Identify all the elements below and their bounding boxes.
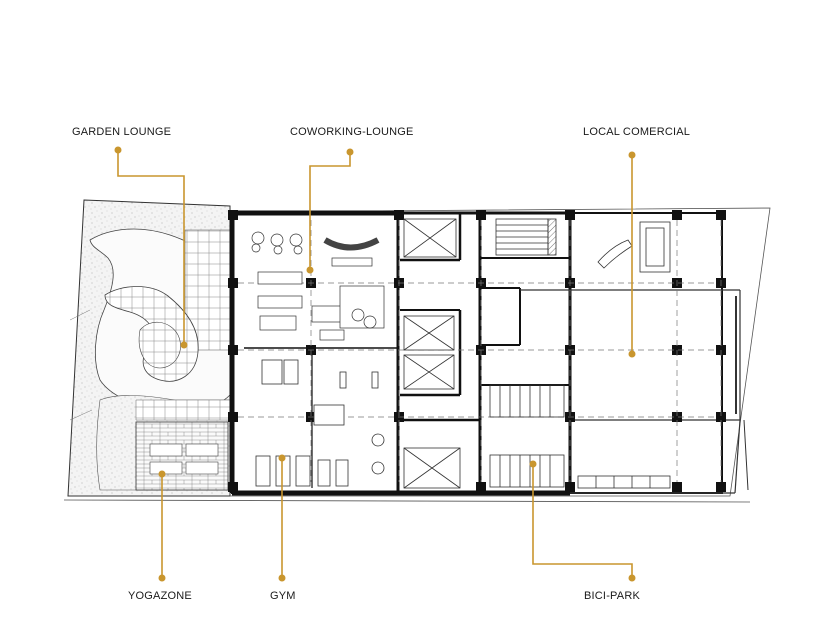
dot-gym-start <box>278 454 286 462</box>
gym-equipment <box>255 359 385 487</box>
dot-garden-lounge-start <box>114 146 122 154</box>
dot-coworking-start <box>346 148 354 156</box>
label-local-comercial: LOCAL COMERCIAL <box>583 126 691 138</box>
label-garden-lounge: GARDEN LOUNGE <box>72 126 172 138</box>
label-leader-dots <box>114 146 636 582</box>
dot-bici-start <box>529 460 537 468</box>
structural-grid <box>238 220 722 482</box>
dot-gym-end <box>278 574 286 582</box>
dot-coworking-end <box>306 266 314 274</box>
dot-garden-lounge-end <box>180 341 188 349</box>
dot-local-start <box>628 151 636 159</box>
dot-local-end <box>628 350 636 358</box>
label-coworking-lounge: COWORKING-LOUNGE <box>290 126 414 138</box>
circulation-core <box>403 218 557 489</box>
leader-coworking-lounge <box>309 152 351 270</box>
coworking-furniture <box>251 231 385 341</box>
yogazone-deck <box>135 421 229 491</box>
label-yogazone: YOGAZONE <box>128 590 192 602</box>
bici-park-racks <box>489 384 671 489</box>
dot-yogazone-start <box>158 470 166 478</box>
label-bici-park: BICI-PARK <box>584 590 640 602</box>
leader-garden-lounge <box>117 150 185 345</box>
label-leader-lines <box>117 150 633 578</box>
dot-bici-end <box>628 574 636 582</box>
dot-yogazone-end <box>158 574 166 582</box>
leader-bici-park <box>532 464 633 578</box>
local-comercial-details <box>597 221 749 491</box>
label-gym: GYM <box>270 590 296 602</box>
